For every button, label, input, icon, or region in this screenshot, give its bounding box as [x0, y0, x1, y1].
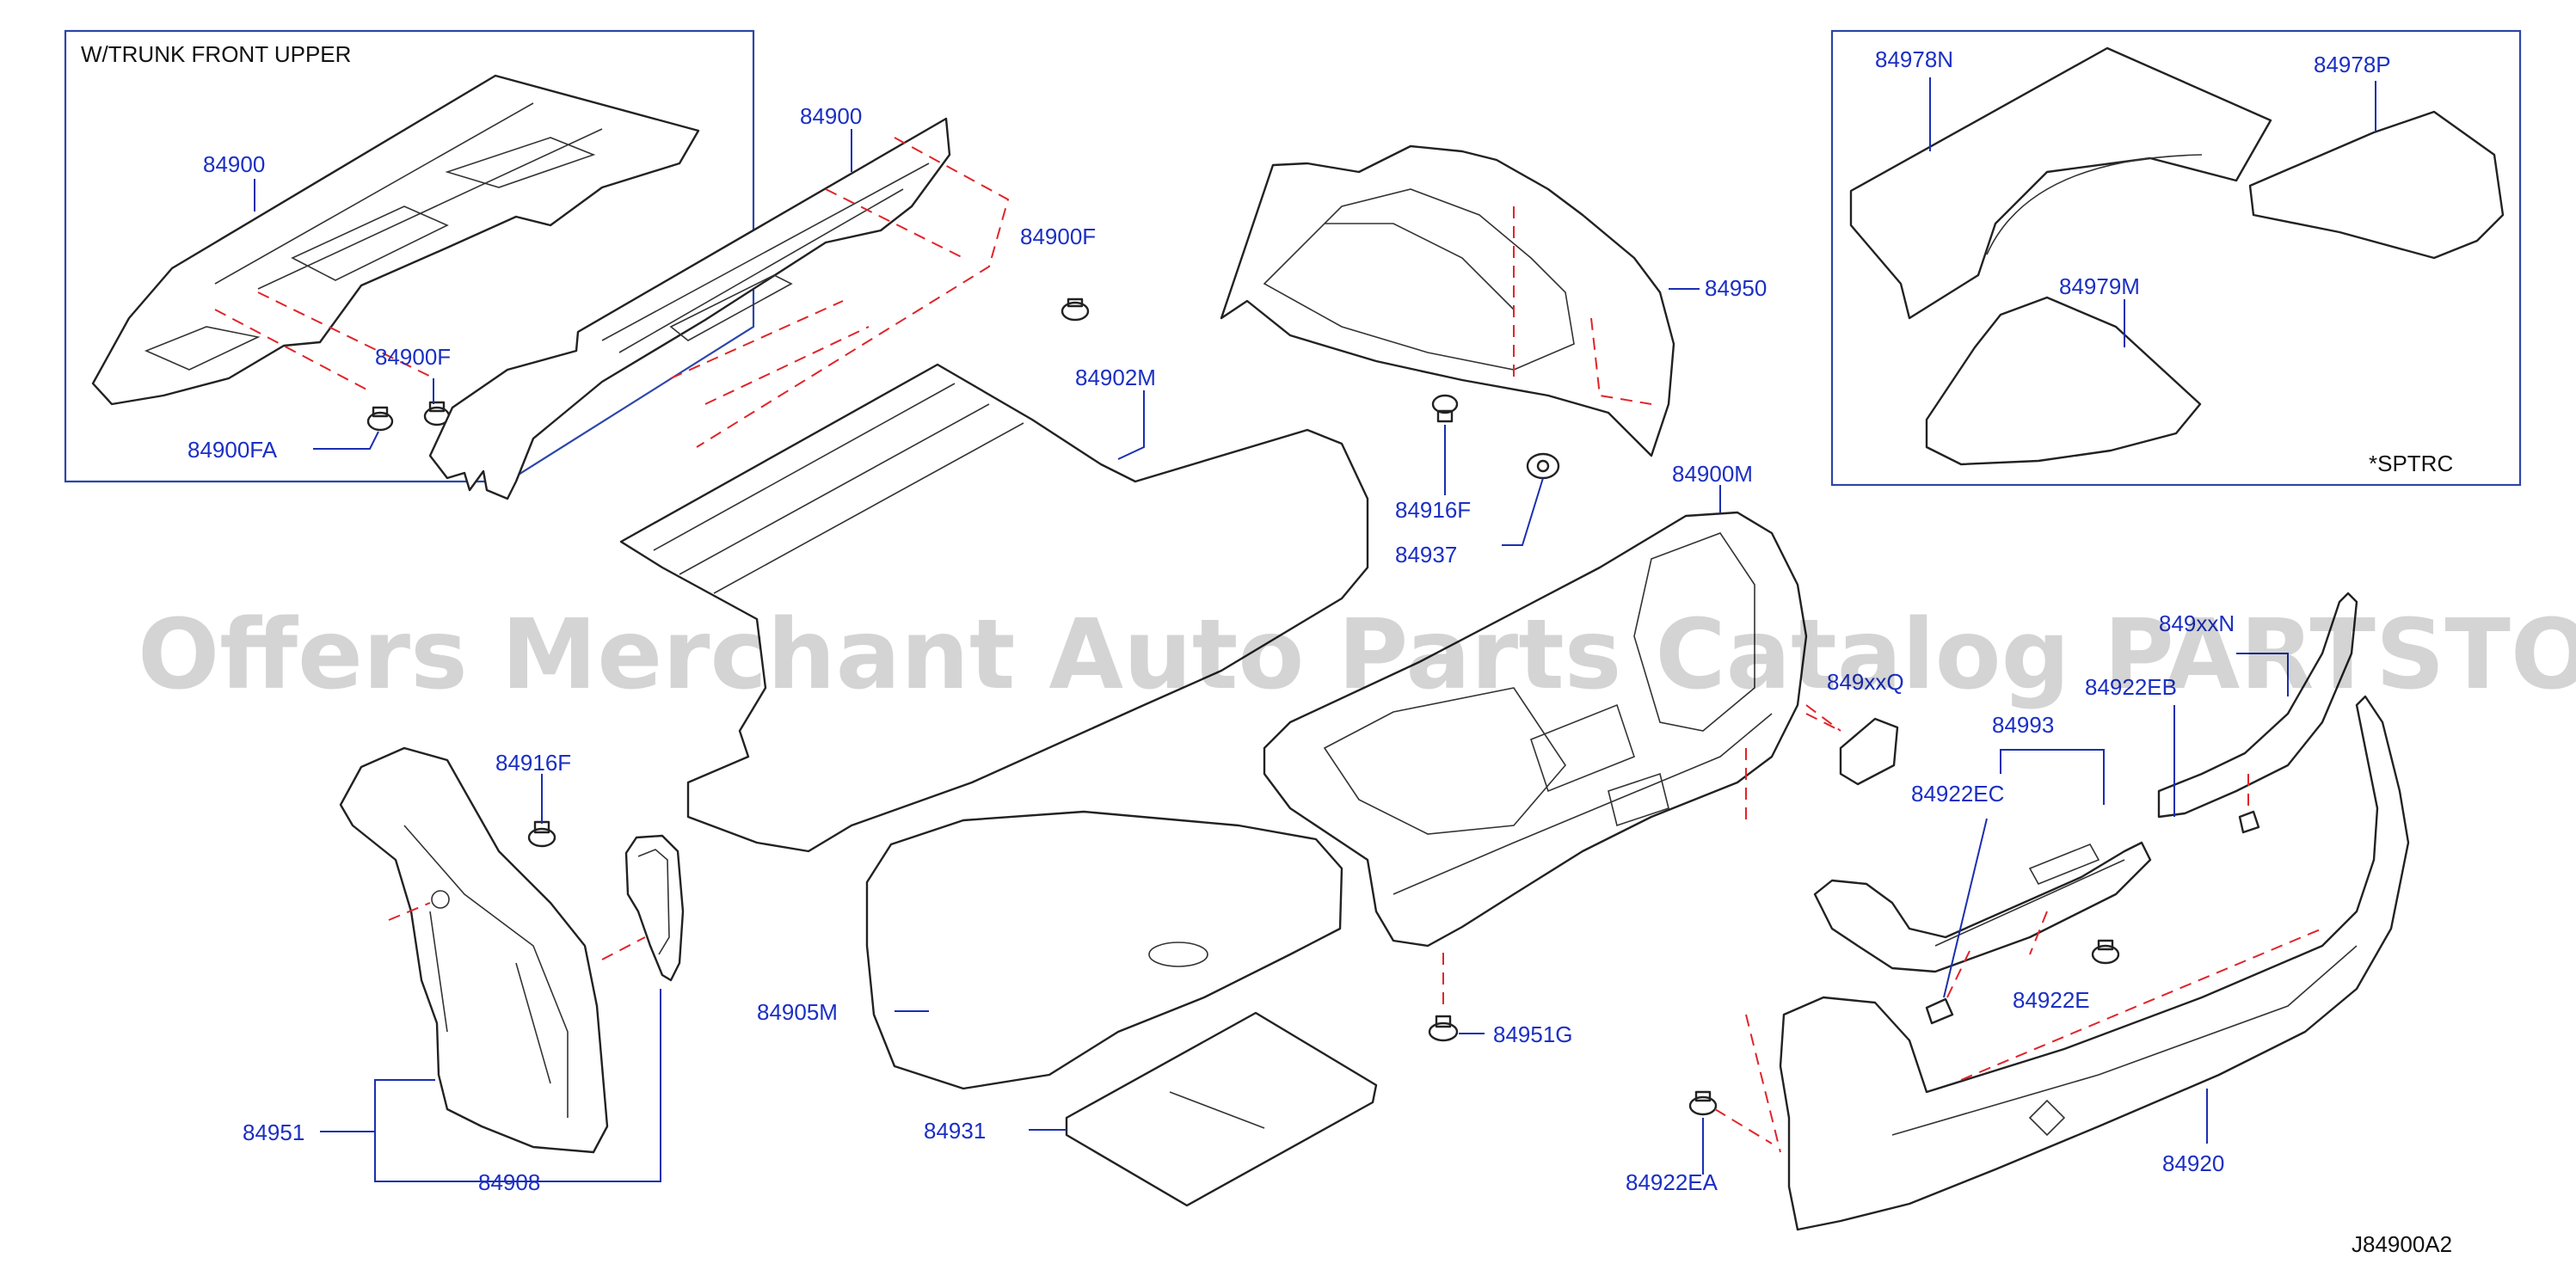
- part-849xxN[interactable]: [2157, 592, 2358, 819]
- clip-84922EC[interactable]: [1925, 997, 1954, 1025]
- label-84900M: 84900M: [1672, 461, 1753, 487]
- part-84920[interactable]: [1779, 695, 2410, 1231]
- label-84922EA: 84922EA: [1626, 1169, 1718, 1195]
- label-84978P: 84978P: [2314, 52, 2391, 77]
- part-84902M[interactable]: [619, 363, 1369, 853]
- clip-84900F-main[interactable]: [1061, 298, 1090, 322]
- label-849xxN: 849xxN: [2159, 610, 2235, 636]
- diagram-code: J84900A2: [2352, 1231, 2452, 1257]
- clip-84937[interactable]: [1526, 452, 1560, 480]
- watermark: Offers Merchant Auto Parts Catalog PARTS…: [138, 599, 2576, 711]
- clip-84916F-top[interactable]: [1431, 394, 1459, 423]
- label-84916F-left: 84916F: [495, 750, 571, 776]
- label-84900FA: 84900FA: [188, 437, 278, 463]
- label-849xxQ: 849xxQ: [1827, 669, 1904, 695]
- inset-trunk-front-upper: W/TRUNK FRONT UPPER 84900 84900F 84900FA: [64, 29, 755, 483]
- label-84900F-main: 84900F: [1020, 224, 1096, 249]
- part-84993[interactable]: [1813, 841, 2152, 973]
- label-84931: 84931: [924, 1118, 986, 1144]
- label-84920: 84920: [2162, 1150, 2224, 1176]
- label-84937: 84937: [1395, 542, 1457, 567]
- label-84900F-inset: 84900F: [375, 344, 451, 370]
- label-84900-main: 84900: [800, 103, 862, 129]
- label-84916F-top: 84916F: [1395, 497, 1471, 523]
- inset-title: W/TRUNK FRONT UPPER: [81, 41, 351, 67]
- label-84922EC: 84922EC: [1911, 781, 2004, 807]
- label-84908: 84908: [478, 1169, 540, 1195]
- inset-sptrc: 84978N 84978P 84979M *SPTRC: [1830, 29, 2522, 487]
- part-84979M[interactable]: [1925, 296, 2202, 466]
- label-84950: 84950: [1705, 275, 1767, 301]
- part-84951[interactable]: [339, 746, 609, 1154]
- label-84993: 84993: [1992, 712, 2054, 738]
- label-84902M: 84902M: [1075, 365, 1156, 390]
- label-84978N: 84978N: [1875, 46, 1953, 72]
- part-84900M[interactable]: [1263, 511, 1808, 948]
- inset-note: *SPTRC: [2369, 451, 2453, 476]
- part-84905M[interactable]: [865, 810, 1343, 1090]
- clip-84951G[interactable]: [1428, 1015, 1459, 1042]
- label-84900-inset: 84900: [203, 151, 265, 177]
- clip-84900FA[interactable]: [366, 406, 394, 432]
- part-84950[interactable]: [1220, 144, 1675, 457]
- part-849xxQ[interactable]: [1839, 717, 1899, 786]
- clip-84922EB[interactable]: [2238, 810, 2260, 834]
- clip-84916F-left[interactable]: [527, 820, 556, 848]
- label-84951G: 84951G: [1493, 1021, 1573, 1047]
- part-84931[interactable]: [1065, 1011, 1378, 1207]
- clip-84922E[interactable]: [2091, 939, 2120, 965]
- part-84978N[interactable]: [1849, 46, 2272, 320]
- part-84978P[interactable]: [2248, 110, 2505, 260]
- part-84900-inset[interactable]: [91, 74, 700, 406]
- clip-84922EA[interactable]: [1688, 1090, 1718, 1116]
- part-84908[interactable]: [624, 834, 685, 982]
- label-84922E: 84922E: [2013, 987, 2090, 1013]
- label-84922EB: 84922EB: [2085, 674, 2177, 700]
- label-84905M: 84905M: [757, 999, 838, 1025]
- part-84900-main[interactable]: [428, 117, 951, 500]
- label-84979M: 84979M: [2059, 273, 2140, 299]
- label-84951: 84951: [243, 1120, 304, 1145]
